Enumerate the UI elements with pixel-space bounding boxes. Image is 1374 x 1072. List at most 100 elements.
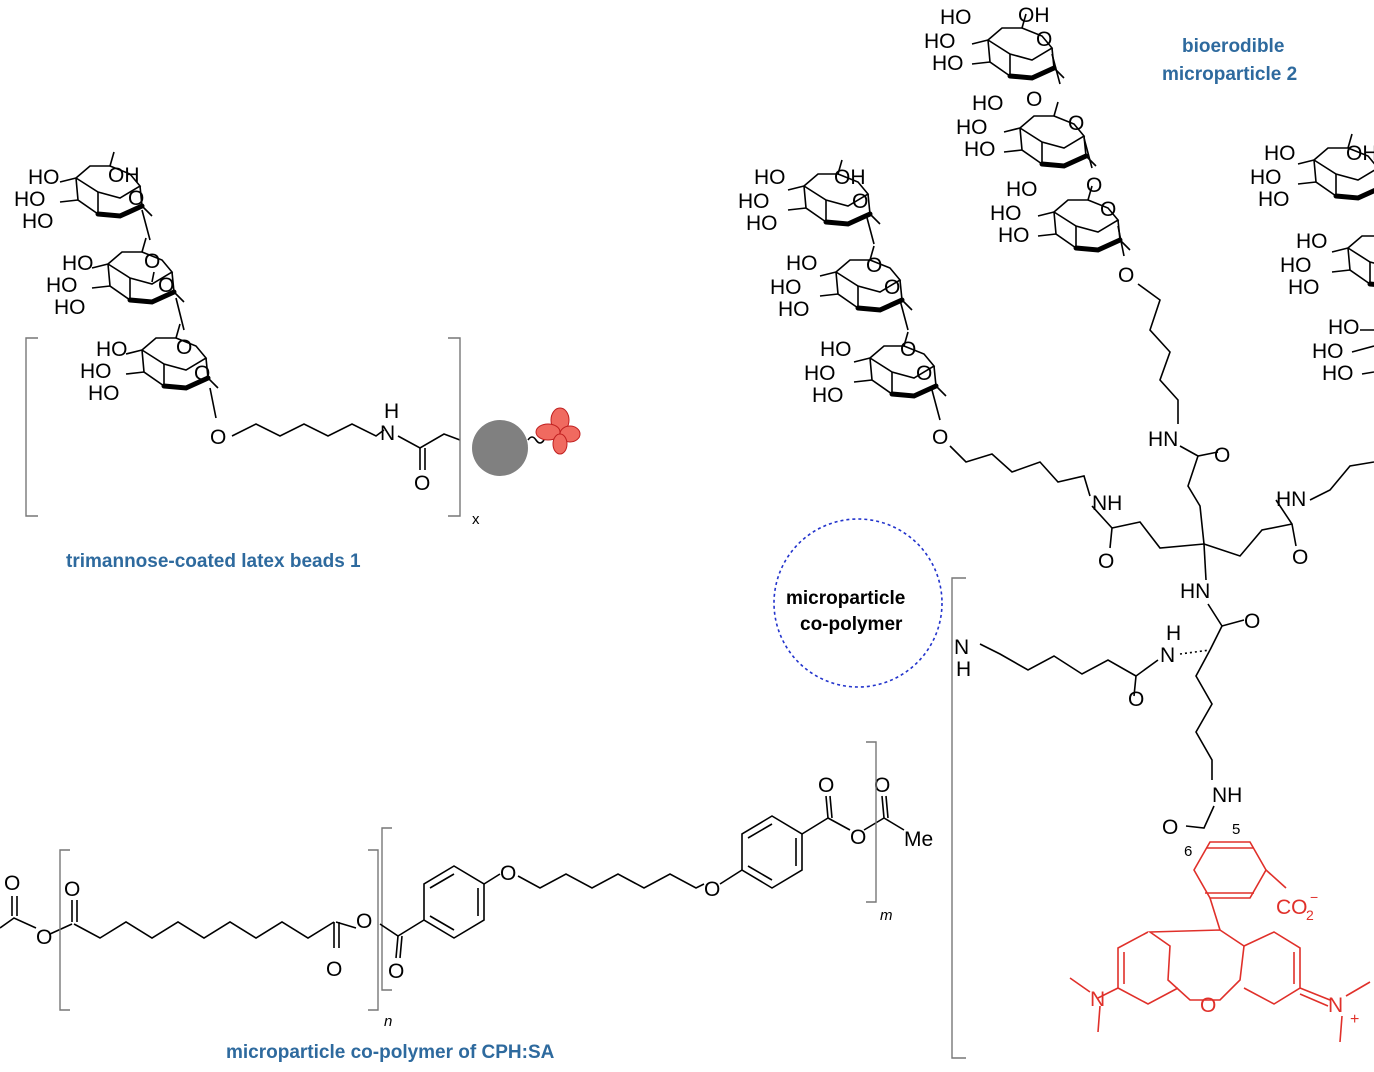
svg-text:m: m xyxy=(880,907,893,924)
svg-text:HO: HO xyxy=(1296,230,1328,253)
svg-text:HO: HO xyxy=(770,276,802,299)
svg-text:HO: HO xyxy=(990,202,1022,225)
svg-text:HO: HO xyxy=(812,384,844,407)
svg-text:O: O xyxy=(176,336,192,359)
svg-text:O: O xyxy=(884,276,900,299)
svg-text:O: O xyxy=(1244,610,1260,633)
svg-text:O: O xyxy=(144,250,160,273)
svg-text:H: H xyxy=(384,400,399,423)
svg-text:+: + xyxy=(1350,1011,1359,1028)
svg-text:O: O xyxy=(1100,198,1116,221)
svg-text:NH: NH xyxy=(1092,492,1122,515)
svg-text:O: O xyxy=(194,362,210,385)
svg-text:NH: NH xyxy=(1212,784,1242,807)
svg-text:HO: HO xyxy=(22,210,54,233)
svg-text:HO: HO xyxy=(738,190,770,213)
svg-text:HO: HO xyxy=(932,52,964,75)
microparticle-caption-line2: microparticle 2 xyxy=(1162,64,1297,85)
svg-text:N: N xyxy=(1328,994,1343,1017)
svg-text:HO: HO xyxy=(88,382,120,405)
copolymer-caption: microparticle co-polymer of CPH:SA xyxy=(226,1042,555,1063)
svg-text:O: O xyxy=(1068,112,1084,135)
svg-text:HO: HO xyxy=(62,252,94,275)
svg-text:5: 5 xyxy=(1232,821,1240,838)
svg-text:HO: HO xyxy=(1250,166,1282,189)
svg-text:N: N xyxy=(1160,644,1175,667)
svg-text:O: O xyxy=(1162,816,1178,839)
svg-text:N: N xyxy=(1090,988,1105,1011)
svg-text:O: O xyxy=(1036,28,1052,51)
svg-text:HN: HN xyxy=(1180,580,1210,603)
svg-text:O: O xyxy=(128,187,144,210)
svg-text:HO: HO xyxy=(956,116,988,139)
svg-text:OH: OH xyxy=(834,166,866,189)
svg-text:O: O xyxy=(1128,688,1144,711)
copolymer-structure: O O O O O n O O O O O O Me m micro xyxy=(0,741,933,1063)
svg-text:HO: HO xyxy=(1264,142,1296,165)
svg-text:HO: HO xyxy=(964,138,996,161)
svg-text:HO: HO xyxy=(778,298,810,321)
svg-text:O: O xyxy=(1026,88,1042,111)
svg-text:N: N xyxy=(954,636,969,659)
svg-text:O: O xyxy=(866,254,882,277)
svg-text:O: O xyxy=(916,362,932,385)
svg-text:HO: HO xyxy=(924,30,956,53)
svg-text:O: O xyxy=(850,826,866,849)
svg-text:n: n xyxy=(384,1013,392,1030)
svg-text:HO: HO xyxy=(1258,188,1290,211)
svg-text:HO: HO xyxy=(804,362,836,385)
svg-text:O: O xyxy=(388,960,404,983)
svg-text:OH: OH xyxy=(1018,4,1050,27)
svg-text:O: O xyxy=(210,426,226,449)
svg-text:O: O xyxy=(818,774,834,797)
microparticle-caption-line1: bioerodible xyxy=(1182,36,1284,57)
fluorescent-tag-icon xyxy=(535,407,581,455)
svg-text:HO: HO xyxy=(746,212,778,235)
svg-text:CO: CO xyxy=(1276,896,1308,919)
svg-text:O: O xyxy=(704,878,720,901)
svg-text:O: O xyxy=(500,862,516,885)
svg-text:HN: HN xyxy=(1276,488,1306,511)
svg-text:O: O xyxy=(326,958,342,981)
svg-text:O: O xyxy=(1214,444,1230,467)
microparticle-copolymer-callout: microparticle co-polymer xyxy=(773,518,943,688)
svg-text:O: O xyxy=(36,926,52,949)
svg-text:HO: HO xyxy=(28,166,60,189)
svg-text:HO: HO xyxy=(998,224,1030,247)
svg-text:HO: HO xyxy=(754,166,786,189)
latex-bead xyxy=(472,420,528,476)
svg-text:HO: HO xyxy=(80,360,112,383)
svg-text:HO: HO xyxy=(972,92,1004,115)
svg-text:O: O xyxy=(874,774,890,797)
svg-text:O: O xyxy=(1118,264,1134,287)
svg-text:x: x xyxy=(472,511,480,528)
svg-text:OH: OH xyxy=(1346,142,1374,165)
svg-text:co-polymer: co-polymer xyxy=(800,614,903,635)
svg-text:HO: HO xyxy=(46,274,78,297)
svg-text:HO: HO xyxy=(1280,254,1312,277)
svg-text:O: O xyxy=(64,878,80,901)
svg-text:O: O xyxy=(932,426,948,449)
svg-text:O: O xyxy=(158,274,174,297)
svg-text:−: − xyxy=(1310,889,1318,905)
rhodamine-dye: O 5 6 CO 2 − O N N + xyxy=(1069,805,1371,1043)
microparticle-structure: bioerodible microparticle 2 HO HO HO OH … xyxy=(738,4,1374,1059)
svg-text:HO: HO xyxy=(1322,362,1354,385)
svg-text:HO: HO xyxy=(1312,340,1344,363)
svg-text:HO: HO xyxy=(1006,178,1038,201)
svg-text:HO: HO xyxy=(940,6,972,29)
svg-text:HO: HO xyxy=(96,338,128,361)
svg-text:HO: HO xyxy=(820,338,852,361)
svg-text:O: O xyxy=(4,872,20,895)
svg-text:HO: HO xyxy=(1288,276,1320,299)
svg-text:O: O xyxy=(414,472,430,495)
svg-text:O: O xyxy=(356,910,372,933)
svg-text:N: N xyxy=(380,422,395,445)
svg-text:H: H xyxy=(956,658,971,681)
svg-text:6: 6 xyxy=(1184,843,1192,860)
svg-text:O: O xyxy=(852,190,868,213)
svg-text:OH: OH xyxy=(108,164,140,187)
svg-text:HO: HO xyxy=(786,252,818,275)
beads-caption: trimannose-coated latex beads 1 xyxy=(66,551,361,572)
